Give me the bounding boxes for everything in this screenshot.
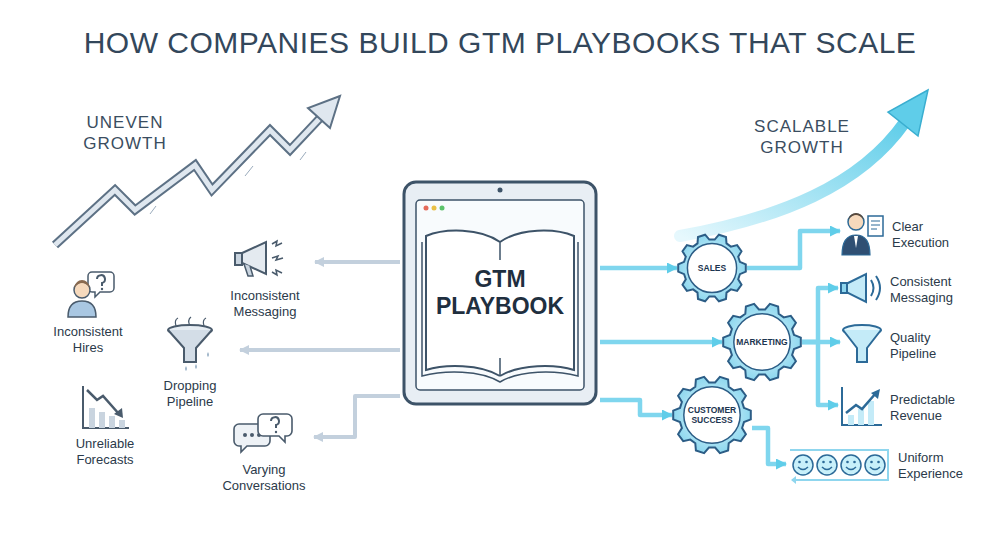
icon-node: Quality Pipeline (840, 322, 970, 370)
flow-arrow (600, 266, 677, 271)
node-label: Inconsistent Messaging (217, 288, 313, 320)
icon (79, 384, 131, 434)
icon (233, 410, 295, 460)
icon-node: Unreliable Forecasts (55, 384, 155, 468)
node-shape (838, 268, 884, 308)
flow-arrow (314, 396, 400, 437)
scalable-growth-arrow (680, 90, 928, 236)
icon (162, 316, 218, 376)
icon (840, 210, 886, 260)
node-shape (79, 384, 131, 430)
gear-node: CUSTOMER SUCCESS (672, 375, 752, 455)
icon (786, 444, 892, 488)
icon (838, 385, 884, 431)
icon (838, 268, 884, 312)
node-shape (786, 444, 892, 484)
playbook-node: GTM PLAYBOOK (400, 178, 600, 408)
node-label: GTM PLAYBOOK (435, 266, 565, 320)
node-label: Unreliable Forecasts (57, 436, 153, 468)
node-shape (838, 385, 884, 427)
gear-node: SALES (677, 233, 747, 303)
icon-node: Varying Conversations (214, 410, 314, 494)
icon-node: Consistent Messaging (838, 268, 970, 312)
node-shape (233, 410, 295, 456)
node-label: Varying Conversations (216, 462, 312, 494)
flow-arrow (752, 428, 786, 464)
icon-node: Inconsistent Hires (38, 270, 138, 356)
node-label: Dropping Pipeline (142, 378, 238, 410)
flow-arrow (747, 231, 840, 268)
section-label: SCALABLE GROWTH (742, 116, 862, 158)
node-label: Quality Pipeline (890, 330, 970, 362)
uneven-growth-arrow (55, 96, 340, 245)
node-label: SALES (698, 263, 726, 273)
icon-node: Predictable Revenue (838, 385, 970, 431)
icon-node: Uniform Experience (786, 444, 978, 488)
flow-arrow (600, 340, 722, 345)
node-shape (840, 322, 884, 366)
node-label: CUSTOMER SUCCESS (686, 405, 738, 425)
node-shape (60, 270, 116, 318)
flow-arrow (600, 400, 672, 415)
flow-arrow (802, 288, 838, 342)
icon-node: Clear Execution (840, 210, 972, 260)
node-label: Clear Execution (892, 219, 972, 251)
gear-node: MARKETING (722, 302, 802, 382)
icon (840, 322, 884, 370)
flow-arrow (240, 348, 400, 352)
node-label: Consistent Messaging (890, 274, 970, 306)
node-label: Predictable Revenue (890, 392, 970, 424)
diagram-title: HOW COMPANIES BUILD GTM PLAYBOOKS THAT S… (0, 26, 1000, 60)
icon-node: Inconsistent Messaging (215, 236, 315, 320)
node-shape (840, 210, 886, 256)
section-label: UNEVEN GROWTH (70, 112, 180, 154)
flow-arrow (802, 342, 838, 405)
node-shape (162, 316, 218, 372)
node-label: Inconsistent Hires (40, 324, 136, 356)
node-label: Uniform Experience (898, 450, 978, 482)
icon-node: Dropping Pipeline (140, 316, 240, 410)
icon (232, 236, 298, 286)
node-label: MARKETING (736, 337, 787, 347)
icon (60, 270, 116, 322)
flow-arrow (315, 260, 400, 264)
node-shape (232, 236, 298, 282)
